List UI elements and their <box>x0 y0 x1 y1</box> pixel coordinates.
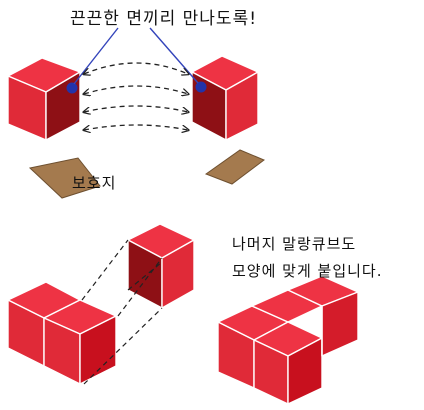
pointer-line-right <box>149 27 199 84</box>
join-arrow <box>84 62 188 74</box>
title-label: 끈끈한 면끼리 만나도록! <box>70 9 258 29</box>
cube-side-face <box>287 337 323 405</box>
sticky-dot-right <box>195 81 207 93</box>
join-arrow <box>84 124 188 130</box>
guide-lines <box>81 239 163 385</box>
instruction-line-2: 모양에 맞게 붙입니다. <box>232 262 383 280</box>
cube-side-face <box>161 239 195 309</box>
instruction-line-1: 나머지 말랑큐브도 <box>232 235 357 253</box>
cube-side-face <box>79 315 117 385</box>
pointer-line-left <box>73 27 119 85</box>
cube-side-face <box>225 71 259 141</box>
join-arrow <box>84 105 188 112</box>
cube-right-top <box>191 55 259 141</box>
protective-paper-label: 보호지 <box>72 174 117 192</box>
assembled-shape <box>217 275 359 405</box>
join-arrows <box>84 62 188 130</box>
protective-paper-left <box>28 157 101 199</box>
cube-floating <box>127 223 195 309</box>
cube-left-top <box>7 57 81 141</box>
cube-pair-bottom <box>7 281 117 385</box>
guide-line <box>83 307 163 385</box>
sticky-dot-left <box>66 82 78 94</box>
join-arrow <box>84 85 188 94</box>
guide-line <box>127 261 163 291</box>
guide-line <box>117 257 163 317</box>
guide-line <box>81 239 129 301</box>
protective-paper-right <box>204 149 265 185</box>
